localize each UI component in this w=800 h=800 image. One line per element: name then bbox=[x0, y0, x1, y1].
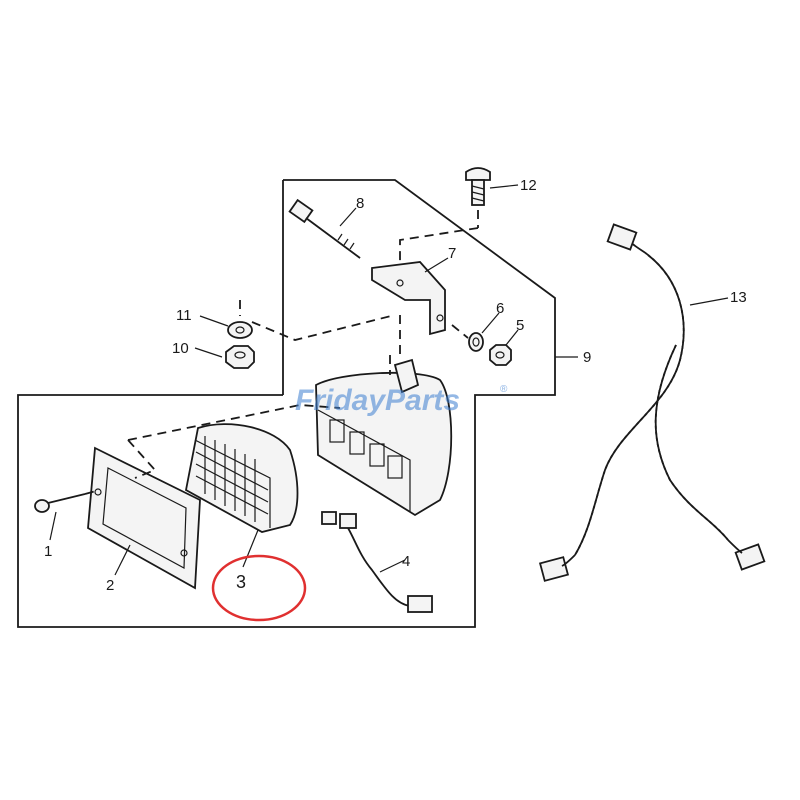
callout-11: 11 bbox=[176, 307, 192, 324]
assembly-frame-upper bbox=[283, 179, 556, 512]
guide-bolt-washer bbox=[251, 314, 396, 341]
screw-1 bbox=[34, 493, 86, 513]
leader-8 bbox=[339, 207, 357, 227]
callout-6: 6 bbox=[496, 300, 504, 317]
callout-5: 5 bbox=[516, 317, 524, 334]
leader-5 bbox=[505, 329, 519, 346]
leader-13 bbox=[689, 297, 729, 306]
leader-1 bbox=[49, 511, 57, 541]
leader-6 bbox=[481, 312, 500, 334]
watermark-logo: FridayParts bbox=[295, 384, 460, 417]
connector-bottom-left bbox=[538, 556, 570, 582]
watermark-registered-mark: ® bbox=[500, 384, 508, 395]
callout-4: 4 bbox=[402, 553, 410, 570]
callout-10: 10 bbox=[172, 340, 189, 357]
callout-2: 2 bbox=[106, 577, 114, 594]
callout-9: 9 bbox=[583, 349, 591, 366]
leader-11 bbox=[199, 315, 229, 327]
screw-12 bbox=[465, 167, 491, 206]
callout-12: 12 bbox=[520, 177, 537, 194]
nut-10 bbox=[225, 345, 255, 369]
nut-5 bbox=[489, 344, 512, 366]
lamp-housing bbox=[315, 358, 453, 517]
guide-screw-1 bbox=[84, 490, 97, 495]
highlight-ring bbox=[211, 554, 307, 622]
leader-10 bbox=[194, 347, 223, 358]
washer-6 bbox=[468, 332, 484, 352]
leader-2 bbox=[114, 544, 131, 576]
callout-7: 7 bbox=[448, 245, 456, 262]
guide-5-6 bbox=[451, 324, 469, 339]
wire-4 bbox=[321, 511, 433, 613]
bracket-7 bbox=[371, 261, 446, 336]
guide-lens bbox=[127, 404, 341, 441]
leader-7 bbox=[424, 257, 449, 273]
callout-1: 1 bbox=[44, 543, 52, 560]
lamp-lens-3 bbox=[184, 423, 299, 533]
callout-13: 13 bbox=[730, 289, 747, 306]
bezel-2 bbox=[87, 446, 201, 590]
callout-3: 3 bbox=[236, 572, 246, 592]
callout-8: 8 bbox=[356, 195, 364, 212]
washer-11 bbox=[227, 321, 253, 339]
connector-bottom-right bbox=[734, 543, 766, 571]
assembly-frame-lower bbox=[17, 394, 476, 628]
leader-12 bbox=[489, 184, 519, 189]
connector-top bbox=[606, 223, 638, 251]
bolt-8 bbox=[288, 198, 361, 259]
leader-4 bbox=[379, 559, 406, 573]
wiring-harness bbox=[538, 223, 766, 582]
leader-3 bbox=[242, 529, 259, 568]
